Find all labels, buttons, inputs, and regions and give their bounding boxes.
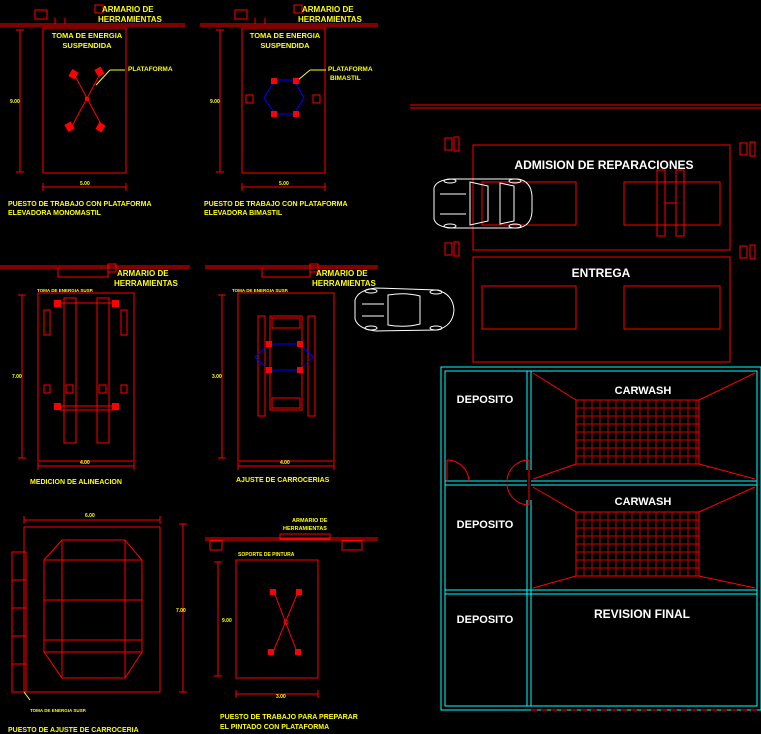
dim-width-alineacion: 4.00 xyxy=(80,460,90,466)
dim-height-alineacion: 7.00 xyxy=(12,374,22,380)
label-armario-3b: HERRAMIENTAS xyxy=(114,279,179,288)
caption-pintado-1: PUESTO DE TRABAJO PARA PREPARAR xyxy=(220,714,358,721)
label-armario-4a: ARMARIO DE xyxy=(316,269,368,278)
label-toma-3: TOMA DE ENERGIA SUSP. xyxy=(37,288,93,293)
boundary-lines xyxy=(410,104,761,109)
dim-height-carrocerias: 3.00 xyxy=(212,374,222,380)
carwash-drain-grids xyxy=(576,400,699,576)
label-toma-2a: TOMA DE ENERGIA xyxy=(250,31,321,40)
label-toma-2b: SUSPENDIDA xyxy=(260,41,310,50)
label-armario-6b: HERRAMIENTAS xyxy=(283,526,327,532)
room-entrega xyxy=(472,256,731,363)
dim-width-mono: 5.00 xyxy=(80,181,90,187)
label-armario-6a: ARMARIO DE xyxy=(292,518,328,524)
label-soporte-pintura: SOPORTE DE PINTURA xyxy=(238,552,295,558)
lift-pads-mono xyxy=(64,66,106,133)
station-alineacion xyxy=(0,263,190,470)
caption-bi-1: PUESTO DE TRABAJO CON PLATAFORMA xyxy=(204,201,348,208)
room-label-deposito-2: DEPOSITO xyxy=(457,519,514,531)
label-toma-4: TOMA DE ENERGIA SUSP. xyxy=(232,288,288,293)
label-toma-1b: SUSPENDIDA xyxy=(62,41,112,50)
dim-width-pintado: 3.00 xyxy=(276,694,286,700)
label-toma-5: TOMA DE ENERGIA SUSP. xyxy=(30,708,86,713)
label-armario-3a: ARMARIO DE xyxy=(117,269,169,278)
station-bimastil xyxy=(200,4,378,191)
car-admision xyxy=(433,178,533,229)
room-label-admision: ADMISION DE REPARACIONES xyxy=(514,158,693,172)
dim-height-pintado: 9.00 xyxy=(222,618,232,624)
lift-bimastil xyxy=(263,78,305,117)
label-armario-2b: HERRAMIENTAS xyxy=(298,15,363,24)
room-label-deposito-1: DEPOSITO xyxy=(457,394,514,406)
lift-pads-alineacion xyxy=(54,300,119,410)
room-label-deposito-3: DEPOSITO xyxy=(457,614,514,626)
room-label-carwash-2: CARWASH xyxy=(615,496,672,508)
dim-height-mono: 9.00 xyxy=(10,99,20,105)
caption-mono-1: PUESTO DE TRABAJO CON PLATAFORMA xyxy=(8,201,152,208)
room-label-carwash-1: CARWASH xyxy=(615,385,672,397)
doors xyxy=(446,459,530,506)
caption-alineacion: MEDICION DE ALINEACION xyxy=(30,479,122,486)
lift-carrocerias xyxy=(254,341,314,373)
caption-carrocerias: AJUSTE DE CARROCERIAS xyxy=(236,477,330,484)
station-pintado xyxy=(205,533,378,698)
caption-mono-2: ELEVADORA MONOMASTIL xyxy=(8,210,102,217)
station-carrocerias xyxy=(205,263,378,470)
platform-area-mono xyxy=(42,27,127,174)
dim-height-ajuste: 7.00 xyxy=(176,608,186,614)
label-plataforma-mono: PLATAFORMA xyxy=(128,66,173,73)
caption-bi-2: ELEVADORA BIMASTIL xyxy=(204,210,283,217)
room-admision xyxy=(444,136,756,260)
label-plataforma-bi-2: BIMASTIL xyxy=(330,75,361,82)
label-toma-1a: TOMA DE ENERGIA xyxy=(52,31,123,40)
dim-width-carrocerias: 4.00 xyxy=(280,460,290,466)
station-ajuste-carroceria xyxy=(11,516,187,701)
dim-height-bi: 9.00 xyxy=(210,99,220,105)
label-armario-2a: ARMARIO DE xyxy=(302,5,354,14)
caption-pintado-2: EL PINTADO CON PLATAFORMA xyxy=(220,724,329,731)
label-armario-1a: ARMARIO DE xyxy=(102,5,154,14)
car-entrega xyxy=(354,287,455,332)
dim-width-bi: 5.00 xyxy=(279,181,289,187)
dim-width-ajuste: 6.00 xyxy=(85,513,95,519)
caption-ajuste-carroceria: PUESTO DE AJUSTE DE CARROCERIA xyxy=(8,727,139,734)
label-armario-4b: HERRAMIENTAS xyxy=(312,279,377,288)
room-label-revision: REVISION FINAL xyxy=(594,607,690,621)
room-label-entrega: ENTREGA xyxy=(572,266,631,280)
label-armario-1b: HERRAMIENTAS xyxy=(98,15,163,24)
label-plataforma-bi-1: PLATAFORMA xyxy=(328,66,373,73)
lift-pads-pintado xyxy=(268,589,302,655)
